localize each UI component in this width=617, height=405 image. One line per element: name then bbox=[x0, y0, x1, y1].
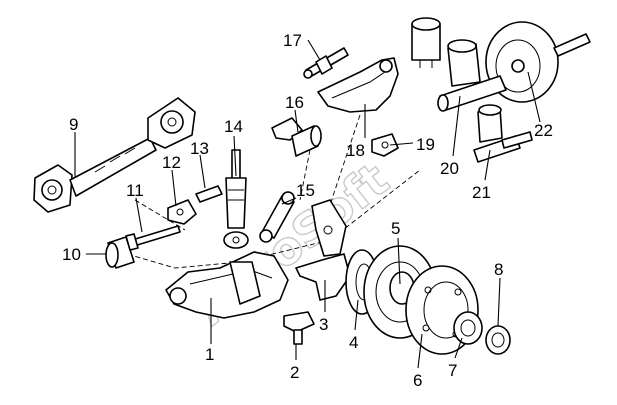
callout-15: 15 bbox=[296, 181, 315, 200]
shock-absorber bbox=[223, 149, 249, 249]
master-cylinder bbox=[437, 39, 507, 112]
upper-control-arm bbox=[317, 57, 399, 113]
callout-16: 16 bbox=[285, 93, 304, 112]
callout-4: 4 bbox=[349, 333, 358, 352]
fluid-reservoir bbox=[411, 17, 441, 68]
pin bbox=[195, 185, 223, 203]
upper-arm-bushing bbox=[271, 117, 322, 157]
callout-2: 2 bbox=[290, 363, 299, 382]
bushing bbox=[105, 236, 135, 269]
callout-21: 21 bbox=[472, 183, 491, 202]
callout-10: 10 bbox=[62, 245, 81, 264]
callout-3: 3 bbox=[319, 315, 328, 334]
stabilizer-link bbox=[259, 191, 295, 243]
assembly-line bbox=[134, 199, 186, 231]
callout-19: 19 bbox=[416, 135, 435, 154]
propeller-shaft bbox=[33, 97, 196, 213]
brake-booster bbox=[485, 21, 591, 103]
lower-ball-joint bbox=[283, 311, 315, 345]
callout-20: 20 bbox=[440, 159, 459, 178]
callout-1: 1 bbox=[205, 345, 214, 364]
wheel-bearing bbox=[453, 311, 483, 345]
callout-22: 22 bbox=[534, 121, 553, 140]
assembly-line bbox=[299, 149, 311, 201]
callout-6: 6 bbox=[413, 371, 422, 390]
bolt bbox=[125, 225, 181, 251]
callout-18: 18 bbox=[346, 141, 365, 160]
callout-12: 12 bbox=[162, 153, 181, 172]
callout-5: 5 bbox=[391, 219, 400, 238]
lower-control-arm bbox=[165, 251, 289, 319]
callout-8: 8 bbox=[494, 260, 503, 279]
callout-9: 9 bbox=[69, 115, 78, 134]
callout-13: 13 bbox=[190, 139, 209, 158]
bracket bbox=[167, 199, 197, 225]
callout-17: 17 bbox=[283, 31, 302, 50]
steering-knuckle bbox=[295, 199, 351, 301]
callout-7: 7 bbox=[448, 361, 457, 380]
clutch-master-cylinder bbox=[473, 104, 533, 163]
callout-11: 11 bbox=[126, 181, 144, 200]
ball-joint bbox=[371, 133, 399, 157]
hub-cap bbox=[485, 325, 511, 355]
ball-joint-bolt bbox=[303, 47, 349, 79]
callout-14: 14 bbox=[224, 117, 243, 136]
assembly-line bbox=[119, 251, 241, 269]
